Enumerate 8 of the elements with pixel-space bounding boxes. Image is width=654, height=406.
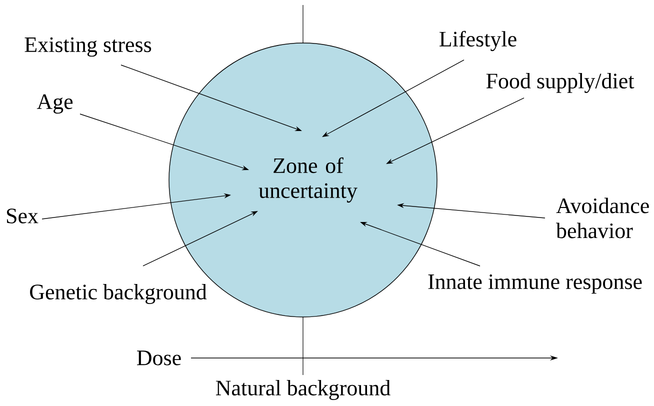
- factor-label: Age: [36, 94, 73, 114]
- axis-label: Dose: [137, 350, 181, 366]
- factor-label: Avoidance behavior: [556, 198, 649, 238]
- factor-label: Existing stress: [24, 37, 152, 57]
- factor-label: Lifestyle: [440, 30, 516, 52]
- axis-label: Natural background: [216, 380, 390, 400]
- factor-label: Sex: [6, 208, 38, 224]
- factor-label: Food supply/diet: [486, 73, 634, 93]
